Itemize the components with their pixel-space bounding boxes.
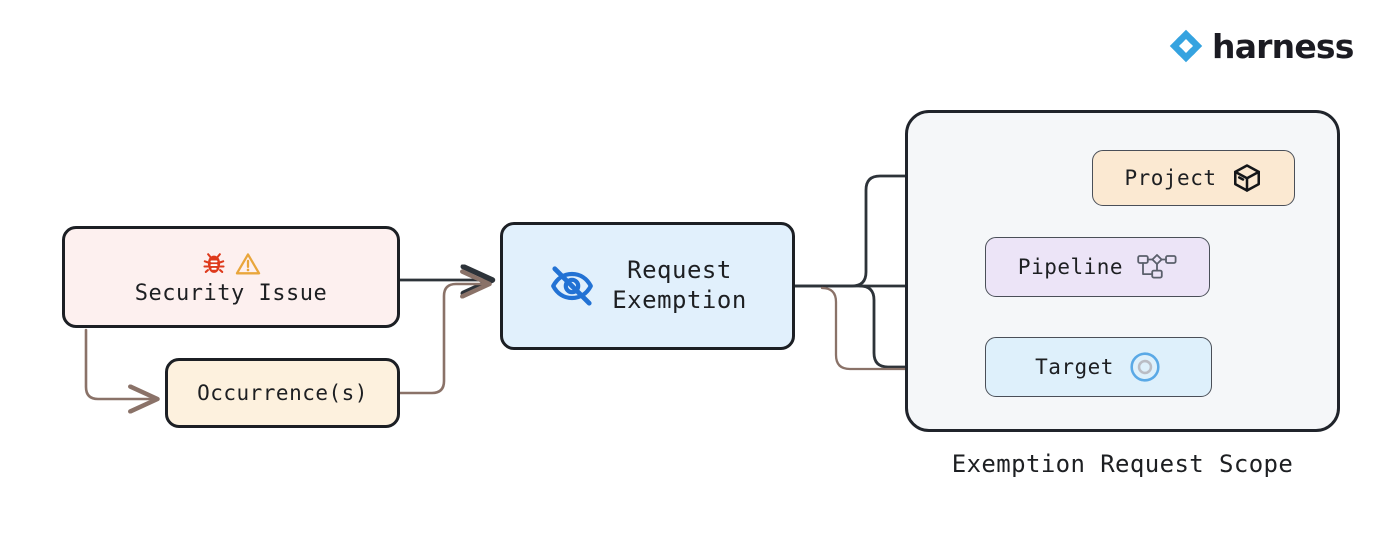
node-pipeline-label: Pipeline	[1017, 255, 1124, 279]
node-security-issue-label: Security Issue	[134, 280, 328, 306]
edge-security-issue-to-occurrences	[84, 328, 157, 399]
node-target[interactable]: Target	[985, 337, 1212, 397]
harness-wordmark: harness	[1212, 26, 1354, 66]
target-circle-icon	[1130, 352, 1160, 382]
pipeline-nodes-icon	[1137, 254, 1177, 279]
node-request-exemption-label: Request Exemption	[612, 256, 747, 316]
node-target-label: Target	[1035, 355, 1114, 379]
cube-icon	[1233, 164, 1260, 192]
harness-diamond-logo-icon	[1169, 29, 1203, 63]
exemption-request-scope-caption: Exemption Request Scope	[951, 450, 1294, 478]
eye-off-icon	[551, 266, 594, 306]
node-request-exemption[interactable]: Request Exemption	[500, 222, 795, 350]
warning-triangle-emoji-icon	[235, 252, 261, 274]
node-project-label: Project	[1124, 166, 1217, 190]
bug-emoji-icon	[203, 252, 225, 273]
node-occurrences-label: Occurrence(s)	[197, 381, 368, 405]
node-occurrences[interactable]: Occurrence(s)	[165, 358, 400, 428]
node-project[interactable]: Project	[1092, 150, 1295, 206]
request-exemption-line1: Request Exemption	[612, 256, 747, 314]
node-pipeline[interactable]: Pipeline	[985, 237, 1210, 297]
edge-occurrences-to-request-exemption	[398, 284, 489, 395]
security-issue-icon-row	[201, 249, 261, 279]
harness-brand-lockup: harness	[1168, 28, 1354, 64]
node-security-issue[interactable]: Security Issue	[62, 226, 400, 328]
